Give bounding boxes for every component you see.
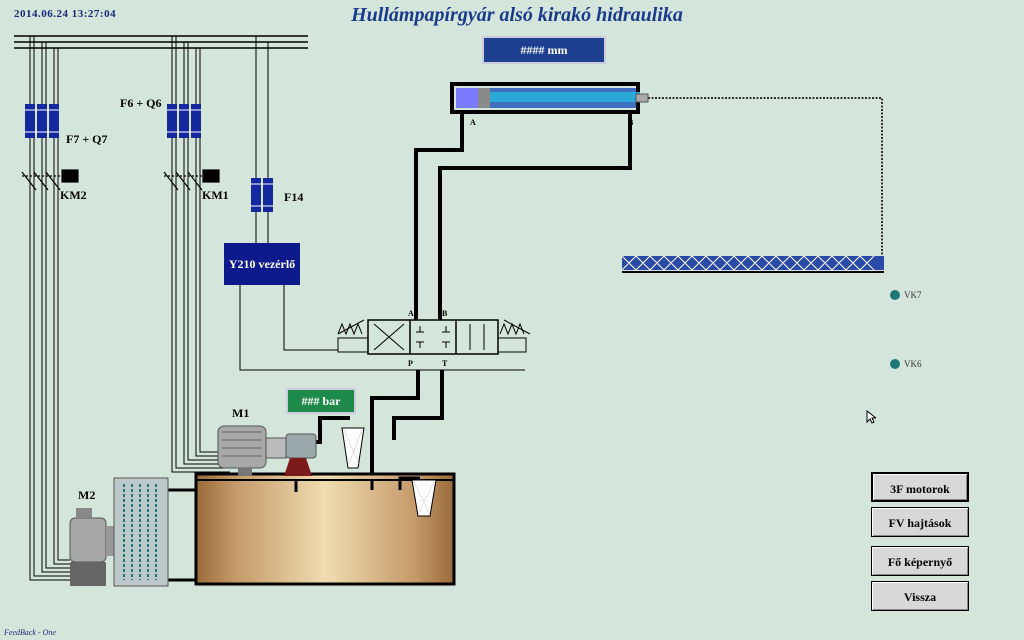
valve-port-a: A (408, 309, 414, 318)
motor-m1 (217, 425, 317, 476)
chain (648, 97, 883, 268)
contactor-km2 (21, 169, 79, 191)
cylinder-port-a: A (470, 118, 476, 127)
motor-m2 (69, 508, 118, 586)
label-f6-q6: F6 + Q6 (120, 96, 162, 110)
y210-controller: Y210 vezérlő (224, 243, 300, 285)
tank-fittings (166, 476, 420, 582)
hydraulic-cylinder (450, 82, 649, 114)
label-km1: KM1 (202, 188, 229, 202)
power-bus (14, 35, 308, 49)
m1-feed-wires (171, 36, 230, 473)
pressure-display: ### bar (286, 388, 356, 414)
cylinder-port-b: B (628, 118, 634, 127)
filter-tank (411, 479, 437, 517)
filter-top (341, 427, 365, 469)
oil-cooler (113, 477, 169, 587)
hydraulic-tank (194, 472, 456, 586)
nav-3f-motorok-button[interactable]: 3F motorok (871, 472, 969, 502)
valve-port-t: T (442, 359, 448, 368)
nav-fo-kepernyo-button[interactable]: Fő képernyő (871, 546, 969, 576)
valve-port-p: P (408, 359, 413, 368)
fuse-f14 (251, 178, 273, 212)
valve-port-b: B (442, 309, 448, 318)
label-km2: KM2 (60, 188, 87, 202)
position-display: #### mm (482, 36, 606, 64)
directional-valve (337, 319, 531, 355)
nav-vissza-button[interactable]: Vissza (871, 581, 969, 611)
sensor-vk6-label: VK6 (904, 359, 922, 369)
conveyor (621, 255, 884, 273)
footer-brand: FeedBack - One (4, 628, 56, 637)
sensor-vk7-label: VK7 (904, 290, 922, 300)
label-f7-q7: F7 + Q7 (66, 132, 108, 146)
nav-fv-hajtasok-button[interactable]: FV hajtások (871, 507, 969, 537)
m2-feed-wires (29, 36, 70, 581)
hydraulic-lines (316, 112, 632, 490)
label-f14: F14 (284, 190, 304, 204)
fuse-f6-q6 (167, 104, 201, 138)
label-m1: M1 (232, 406, 250, 420)
fuse-f7-q7 (25, 104, 59, 138)
datetime: 2014.06.24 13:27:04 (14, 8, 117, 20)
sensor-vk7-indicator (890, 290, 900, 300)
page-title: Hullámpapírgyár alsó kirakó hidraulika (351, 4, 683, 26)
label-m2: M2 (78, 488, 96, 502)
mouse-pointer-icon (866, 410, 876, 424)
contactor-km1 (163, 169, 220, 191)
sensor-vk6-indicator (890, 359, 900, 369)
